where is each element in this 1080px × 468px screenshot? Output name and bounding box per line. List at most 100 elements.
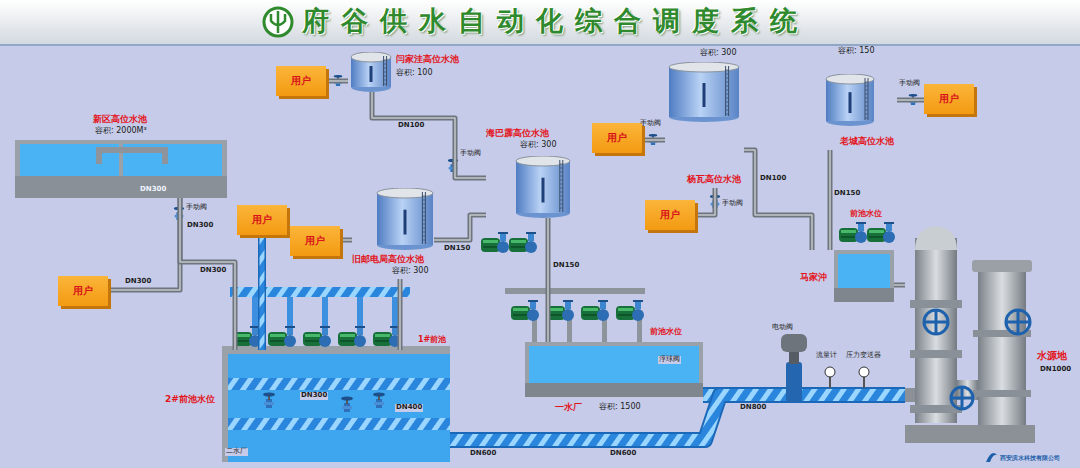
water-tower-art [726, 94, 729, 95]
pool-station-art [525, 342, 703, 397]
water-tower: 杨瓦高位水池容积: 300 [665, 48, 744, 188]
pipe [548, 218, 549, 342]
water-tower-art [422, 196, 425, 197]
pipe-wall [695, 188, 715, 215]
station-name: 一水厂 [555, 402, 582, 412]
water-tower: 旧邮电局高位水池容积: 300 [352, 188, 434, 279]
water-tower-art [377, 193, 433, 245]
plant-one-pumps [567, 320, 572, 342]
station-name: 闫家洼高位水池 [396, 54, 459, 64]
pipe [400, 279, 401, 350]
electric-valve [786, 362, 802, 402]
water-tower-art [560, 172, 563, 173]
water-tower-art [726, 74, 729, 75]
plant-two-pool [357, 297, 363, 328]
user-label: 用户 [291, 75, 311, 87]
water-tower-art [865, 102, 868, 103]
pipe-core [399, 279, 401, 350]
plant-two-pool [222, 354, 450, 462]
title-bar [0, 0, 1080, 44]
plant-one-pumps [581, 300, 609, 321]
plant-one-pumps [511, 300, 539, 321]
water-tower-art [726, 110, 729, 111]
pipe-core [260, 235, 265, 350]
user-box: 用户 [290, 226, 340, 256]
gauges [863, 376, 865, 388]
pipe-core [642, 139, 665, 141]
pipe-wall [546, 218, 551, 342]
plant-two-pool [263, 393, 275, 409]
water-tower-art [560, 168, 563, 169]
water-tower-art [422, 240, 425, 241]
station-name: 水源地 [1037, 350, 1067, 362]
pipe-core [450, 395, 905, 440]
water-tower-art [703, 83, 706, 107]
booster-pumps [481, 232, 509, 253]
pipe-size: DN150 [552, 262, 580, 270]
company-logo [986, 453, 998, 462]
device-label: 电动阀 [772, 324, 793, 332]
gauges [825, 367, 869, 388]
water-tower-art [350, 52, 392, 92]
user-label: 用户 [939, 93, 959, 105]
user-label: 用户 [73, 285, 93, 297]
water-source-structure [924, 310, 1030, 409]
reservoir-art [15, 176, 227, 198]
water-tower-art [404, 210, 407, 235]
water-tower-art [542, 178, 545, 203]
water-tower-art [516, 156, 570, 166]
water-tower-art [422, 200, 425, 201]
plant-two-pool [373, 326, 401, 347]
reservoir-art [99, 150, 165, 164]
water-tower-art [865, 98, 868, 99]
electric-valve [781, 334, 807, 402]
pipe-size: DN300 [300, 392, 328, 400]
plant-two-pool [228, 378, 450, 390]
plant-two-pool [392, 297, 398, 328]
water-tower-art [384, 64, 387, 65]
pool-station-art [525, 342, 703, 397]
pipe [450, 395, 905, 440]
water-tower-art [726, 70, 729, 71]
plant-two-pool [228, 418, 450, 430]
pipe-wall [108, 198, 180, 290]
water-tower-art [725, 66, 726, 116]
pipe [434, 215, 486, 240]
water-source-structure [910, 300, 962, 308]
water-tower-art [726, 106, 729, 107]
device-label: 浮球阀 [658, 356, 681, 364]
user-box: 用户 [645, 200, 695, 230]
level-label: 前池水位 [650, 328, 682, 337]
user-label: 用户 [607, 132, 627, 144]
station-name: 2#前池水位 [165, 394, 215, 404]
water-tower-art [560, 200, 563, 201]
device-label: 二水厂 [225, 448, 248, 456]
device-label: 手动阀 [722, 200, 743, 208]
pipe [262, 235, 263, 350]
pipe-core [340, 239, 352, 241]
pipe-wall [894, 283, 905, 288]
booster-pumps [839, 222, 867, 243]
water-tower-art [422, 204, 425, 205]
pool-station-art [834, 250, 894, 302]
plant-two-pool [373, 393, 385, 409]
water-tower-art [370, 66, 373, 82]
water-tower-art [668, 62, 740, 122]
pipe-wall [258, 235, 266, 350]
water-tower-art [383, 56, 384, 86]
pipe [897, 100, 924, 101]
water-tower: 海巴霹高位水池容积: 300 [486, 128, 571, 218]
water-tower-art [351, 52, 391, 62]
water-tower-art [386, 56, 387, 86]
pipe [894, 285, 905, 286]
gauges [859, 367, 869, 377]
title-bar [264, 8, 292, 36]
water-tower-art [560, 176, 563, 177]
pipe-core [180, 198, 235, 350]
pipe-size: DN150 [444, 245, 470, 253]
pipe-size: DN300 [125, 278, 151, 286]
pipe-core [695, 188, 715, 215]
